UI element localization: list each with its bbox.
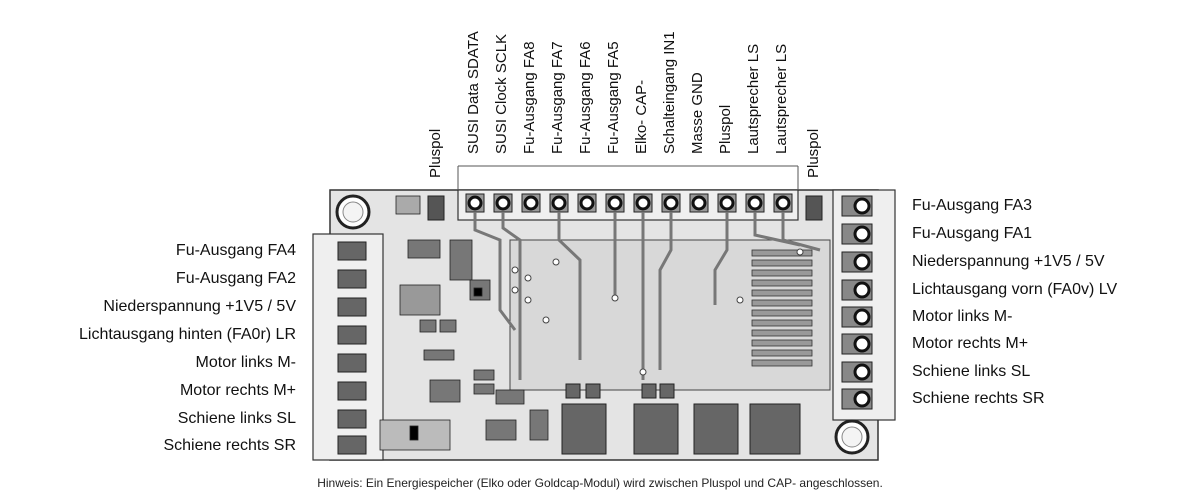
pluspol-pad-right: [805, 195, 823, 221]
top-label-9: Masse GND: [689, 72, 706, 154]
right-label-1: Fu-Ausgang FA3: [912, 197, 1033, 214]
right-label-5: Motor links M-: [912, 308, 1013, 325]
top-label-6: Fu-Ausgang FA5: [605, 41, 622, 154]
left-label-7: Schiene links SL: [177, 410, 296, 427]
vias: [511, 248, 804, 376]
left-label-1: Fu-Ausgang FA4: [175, 242, 296, 259]
top-label-1: SUSI Data SDATA: [465, 31, 482, 154]
top-label-8: Schalteingang IN1: [661, 31, 678, 154]
left-pads: [337, 241, 367, 455]
top-label-pluspol-left: Pluspol: [427, 128, 444, 178]
top-label-4: Fu-Ausgang FA7: [549, 41, 566, 154]
footnote: Hinweis: Ein Energiespeicher (Elko oder …: [317, 476, 883, 490]
right-resistor-array: [751, 249, 813, 367]
top-label-11: Lautsprecher LS: [745, 43, 762, 154]
right-label-2: Fu-Ausgang FA1: [912, 225, 1033, 242]
top-connector-frame: [457, 189, 799, 221]
top-label-12: Lautsprecher LS: [773, 43, 790, 154]
left-label-6: Motor rechts M+: [179, 382, 296, 399]
top-label-pluspol-right: Pluspol: [805, 128, 822, 178]
left-label-8: Schiene rechts SR: [163, 437, 296, 454]
top-label-5: Fu-Ausgang FA6: [577, 41, 594, 154]
power-components: [561, 383, 801, 455]
top-pins: [465, 193, 793, 213]
right-label-3: Niederspannung +1V5 / 5V: [912, 253, 1105, 270]
right-pins: [841, 195, 873, 410]
top-label-7: Elko- CAP-: [633, 79, 650, 154]
right-label-4: Lichtausgang vorn (FA0v) LV: [912, 281, 1118, 298]
right-label-6: Motor rechts M+: [912, 335, 1029, 352]
left-label-3: Niederspannung +1V5 / 5V: [103, 298, 296, 315]
left-label-4: Lichtausgang hinten (FA0r) LR: [78, 326, 296, 343]
right-label-7: Schiene links SL: [912, 363, 1031, 380]
top-label-10: Pluspol: [717, 104, 734, 154]
top-label-2: SUSI Clock SCLK: [493, 33, 510, 154]
right-label-8: Schiene rechts SR: [912, 390, 1045, 407]
left-label-5: Motor links M-: [195, 354, 296, 371]
pluspol-pad-left: [427, 195, 445, 221]
left-label-2: Fu-Ausgang FA2: [175, 270, 296, 287]
top-label-3: Fu-Ausgang FA8: [521, 41, 538, 154]
smd-components: [379, 195, 549, 451]
pcb-traces: [473, 212, 821, 380]
